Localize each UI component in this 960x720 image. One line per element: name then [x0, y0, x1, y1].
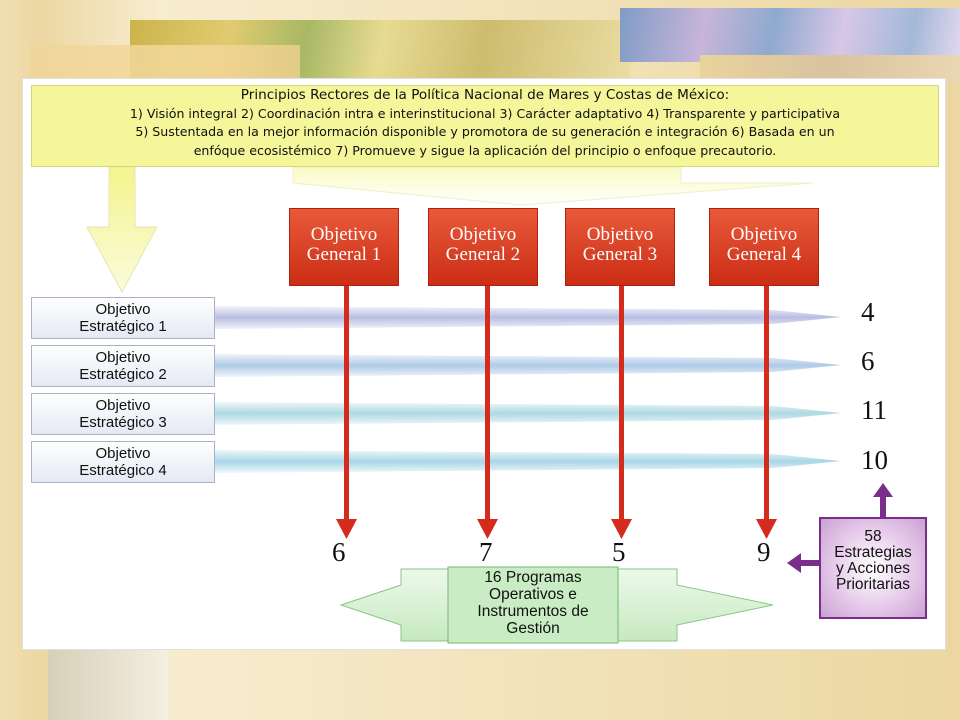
diagram-connectors: [86, 166, 893, 644]
estrategias-box: 58 Estrategias y Acciones Prioritarias: [819, 517, 927, 619]
objetivo-general-number: General 4: [726, 244, 802, 265]
principles-down-arrow: [86, 166, 158, 294]
estrategico-band-1: [211, 306, 841, 329]
general-count-2: 7: [479, 537, 493, 567]
objetivo-general-3: Objetivo General 3: [565, 208, 675, 286]
estrategico-band-2: [211, 354, 841, 377]
header-collage-flowers: [620, 8, 960, 62]
general-down-arrows: [336, 285, 777, 539]
objetivo-estrategico-number: Estratégico 4: [79, 462, 167, 479]
estrategias-line-1: 58: [864, 528, 882, 545]
objetivo-general-label: Objetivo: [449, 224, 517, 245]
principles-wide-arrow: [292, 166, 814, 206]
estrategico-band-4: [211, 450, 841, 473]
estrategias-line-2: Estrategias: [834, 544, 912, 561]
objetivo-estrategico-number: Estratégico 2: [79, 366, 167, 383]
programas-line-1: 16 Programas: [484, 569, 582, 586]
principios-box: Principios Rectores de la Política Nacio…: [31, 85, 939, 167]
estrategico-band-3: [211, 402, 841, 425]
objetivo-estrategico-1: Objetivo Estratégico 1: [31, 297, 215, 339]
diagram-panel: Principios Rectores de la Política Nacio…: [22, 78, 946, 650]
objetivo-estrategico-number: Estratégico 1: [79, 318, 167, 335]
programas-line-2: Operativos e: [489, 586, 577, 603]
general-count-1: 6: [332, 537, 346, 567]
programas-line-3: Instrumentos de: [477, 603, 589, 620]
objetivo-estrategico-3: Objetivo Estratégico 3: [31, 393, 215, 435]
estrategias-arrows: [787, 483, 893, 573]
objetivo-general-label: Objetivo: [730, 224, 798, 245]
estrategico-count-1: 4: [861, 297, 875, 327]
general-count-3: 5: [612, 537, 626, 567]
estrategias-line-3: y Acciones: [835, 560, 911, 577]
estrategico-count-4: 10: [861, 445, 888, 475]
programas-line-4: Gestión: [506, 620, 560, 637]
objetivo-general-2: Objetivo General 2: [428, 208, 538, 286]
estrategico-count-2: 6: [861, 346, 875, 376]
principios-line-2: 5) Sustentada en la mejor información di…: [135, 124, 835, 139]
objetivo-general-number: General 2: [445, 244, 521, 265]
principios-line-1: 1) Visión integral 2) Coordinación intra…: [129, 105, 841, 121]
objetivo-general-number: General 1: [306, 244, 382, 265]
objetivo-estrategico-4: Objetivo Estratégico 4: [31, 441, 215, 483]
objetivo-estrategico-label: Objetivo: [95, 349, 151, 366]
programas-box: [447, 566, 619, 644]
general-count-4: 9: [757, 537, 771, 567]
objetivo-general-4: Objetivo General 4: [709, 208, 819, 286]
objetivo-general-number: General 3: [582, 244, 658, 265]
objetivo-estrategico-label: Objetivo: [95, 445, 151, 462]
estrategias-line-4: Prioritarias: [835, 576, 911, 593]
estrategico-count-3: 11: [861, 395, 887, 425]
objetivo-estrategico-2: Objetivo Estratégico 2: [31, 345, 215, 387]
objetivo-estrategico-label: Objetivo: [95, 301, 151, 318]
principios-title: Principios Rectores de la Política Nacio…: [240, 87, 730, 103]
footer-shadow: [48, 648, 168, 720]
programas-label: 16 Programas Operativos e Instrumentos d…: [463, 569, 603, 637]
objetivo-estrategico-label: Objetivo: [95, 397, 151, 414]
principios-line-3: enfóque ecosistémico 7) Promueve y sigue…: [193, 142, 777, 158]
objetivo-general-label: Objetivo: [310, 224, 378, 245]
objetivo-general-label: Objetivo: [586, 224, 654, 245]
objetivo-estrategico-number: Estratégico 3: [79, 414, 167, 431]
objetivo-general-1: Objetivo General 1: [289, 208, 399, 286]
